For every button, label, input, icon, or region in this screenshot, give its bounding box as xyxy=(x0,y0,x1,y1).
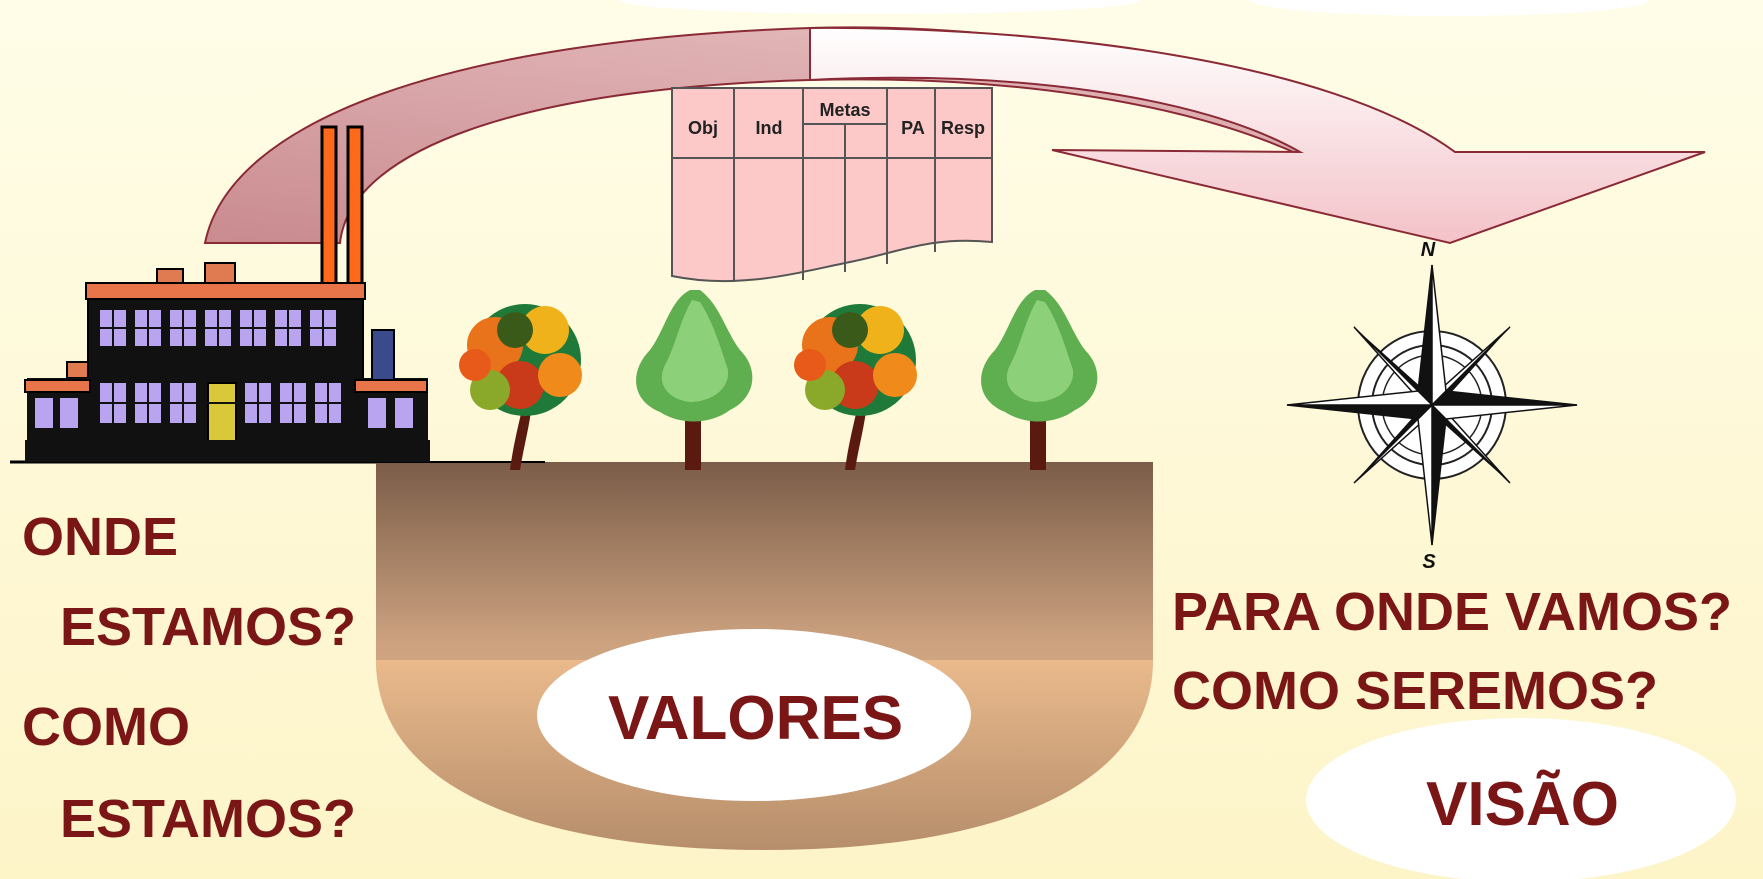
document-table-icon: Obj Ind Metas PA Resp xyxy=(671,87,993,283)
valores-oval xyxy=(537,629,971,801)
compass-north-label: N xyxy=(1421,239,1436,261)
visao-oval xyxy=(1306,718,1736,879)
table-header-metas: Metas xyxy=(819,100,870,120)
label-visao: VISÃO xyxy=(1426,770,1619,839)
factory-icon xyxy=(24,125,430,462)
table-header-ind: Ind xyxy=(756,118,783,138)
tree-icon xyxy=(981,290,1098,470)
tree-icon xyxy=(794,304,917,470)
top-highlight xyxy=(620,0,1140,14)
tree-icon xyxy=(636,290,753,470)
label-valores: VALORES xyxy=(608,684,904,753)
label-como-seremos: COMO SEREMOS? xyxy=(1172,661,1659,721)
label-como: COMO xyxy=(22,697,190,757)
tree-icon xyxy=(459,304,582,470)
curved-arrow-icon xyxy=(203,26,1706,245)
top-highlight-right xyxy=(1250,0,1650,16)
compass-south-label: S xyxy=(1422,551,1436,573)
table-header-pa: PA xyxy=(901,118,925,138)
table-header-obj: Obj xyxy=(688,118,718,138)
table-header-resp: Resp xyxy=(941,118,985,138)
label-estamos-2: ESTAMOS? xyxy=(60,789,356,849)
compass-rose-icon: N S xyxy=(1286,239,1578,573)
label-para-onde-vamos: PARA ONDE VAMOS? xyxy=(1172,582,1733,642)
label-onde: ONDE xyxy=(22,507,179,567)
label-estamos-1: ESTAMOS? xyxy=(60,597,356,657)
